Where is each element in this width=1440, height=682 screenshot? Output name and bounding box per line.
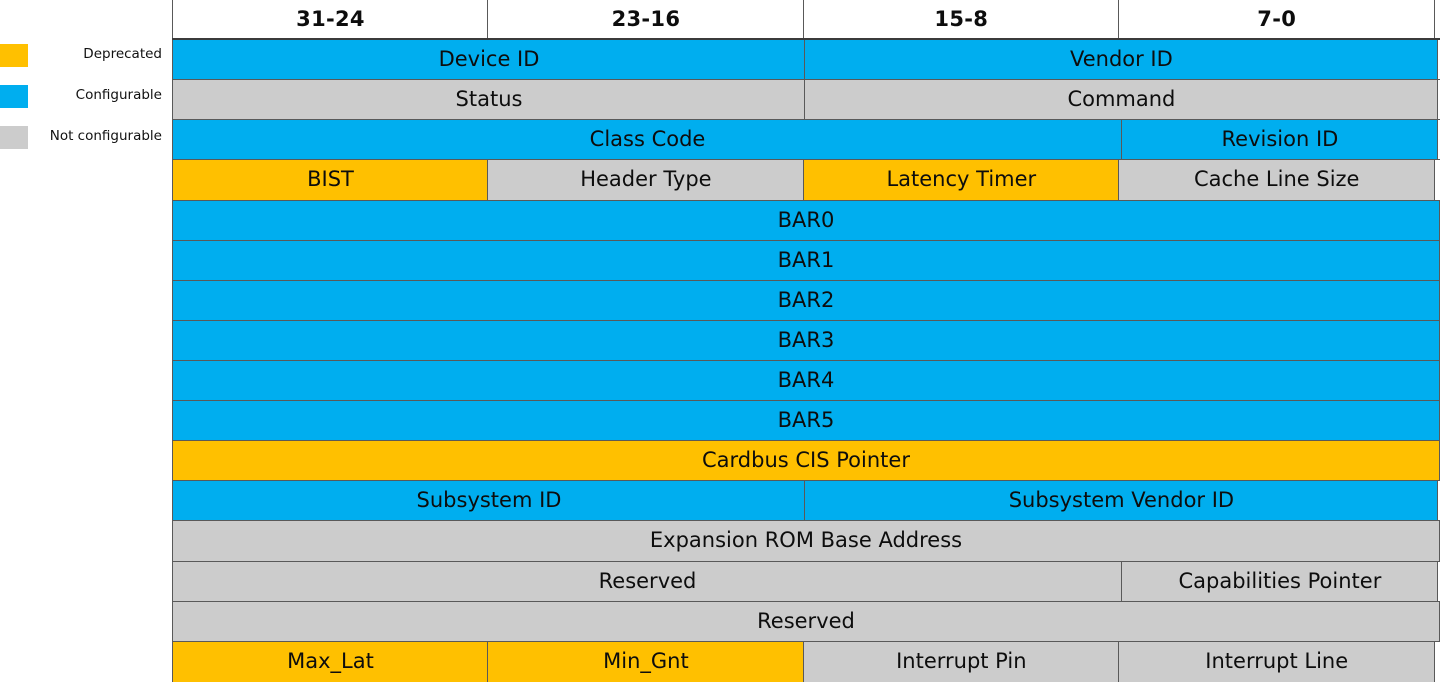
table-row: Expansion ROM Base Address <box>172 521 1440 562</box>
table-row: Cardbus CIS Pointer <box>172 441 1440 482</box>
table-row: BAR3 <box>172 320 1440 361</box>
legend-swatch-configurable <box>0 84 28 108</box>
field-cell-bar2: BAR2 <box>172 280 1440 320</box>
field-cell-bar4: BAR4 <box>172 360 1440 401</box>
field-cell-device-id: Device ID <box>172 40 806 80</box>
field-cell-cache-line-size: Cache Line Size <box>1118 160 1436 200</box>
table-row: BAR0 <box>172 200 1440 241</box>
legend-swatch-deprecated <box>0 43 28 67</box>
field-cell-command: Command <box>804 80 1439 120</box>
field-cell-interrupt-pin: Interrupt Pin <box>802 641 1120 682</box>
bit-range-header-7-0: 7-0 <box>1118 0 1436 39</box>
bit-range-header-23-16: 23-16 <box>487 0 805 39</box>
field-cell-bar3: BAR3 <box>172 320 1440 360</box>
field-cell-bist: BIST <box>172 160 489 200</box>
field-cell-vendor-id: Vendor ID <box>804 40 1439 80</box>
field-cell-bar0: BAR0 <box>172 200 1440 240</box>
field-cell-header-type: Header Type <box>487 160 805 200</box>
field-cell-latency-timer: Latency Timer <box>802 160 1120 200</box>
field-cell-reserved: Reserved <box>172 601 1440 641</box>
table-row: BAR1 <box>172 240 1440 281</box>
field-cell-capabilities-pointer: Capabilities Pointer <box>1121 561 1439 601</box>
bit-range-header-15-8: 15-8 <box>802 0 1120 39</box>
field-cell-subsystem-vendor-id: Subsystem Vendor ID <box>804 481 1439 521</box>
legend-label-deprecated: Deprecated <box>83 46 162 63</box>
field-cell-status: Status <box>172 80 806 120</box>
field-cell-class-code: Class Code <box>172 120 1123 160</box>
table-row: BAR4 <box>172 360 1440 402</box>
field-cell-bar5: BAR5 <box>172 401 1440 441</box>
table-row: BAR5 <box>172 401 1440 442</box>
field-cell-bar1: BAR1 <box>172 240 1440 280</box>
table-row: BAR2 <box>172 280 1440 321</box>
field-cell-reserved: Reserved <box>172 561 1123 601</box>
field-cell-revision-id: Revision ID <box>1121 120 1439 160</box>
field-cell-expansion-rom-base-address: Expansion ROM Base Address <box>172 521 1440 561</box>
field-cell-min-gnt: Min_Gnt <box>487 641 805 682</box>
bit-range-header-31-24: 31-24 <box>172 0 489 39</box>
field-cell-interrupt-line: Interrupt Line <box>1118 641 1436 682</box>
field-cell-cardbus-cis-pointer: Cardbus CIS Pointer <box>172 441 1440 481</box>
table-row: Reserved <box>172 601 1440 642</box>
legend-item-deprecated: Deprecated <box>0 42 172 68</box>
legend-swatch-not-configurable <box>0 125 28 149</box>
legend-label-not-configurable: Not configurable <box>49 128 162 145</box>
legend-item-not-configurable: Not configurable <box>0 124 172 150</box>
field-cell-max-lat: Max_Lat <box>172 641 489 682</box>
legend-item-configurable: Configurable <box>0 83 172 109</box>
legend-label-configurable: Configurable <box>75 87 162 104</box>
field-cell-subsystem-id: Subsystem ID <box>172 481 806 521</box>
